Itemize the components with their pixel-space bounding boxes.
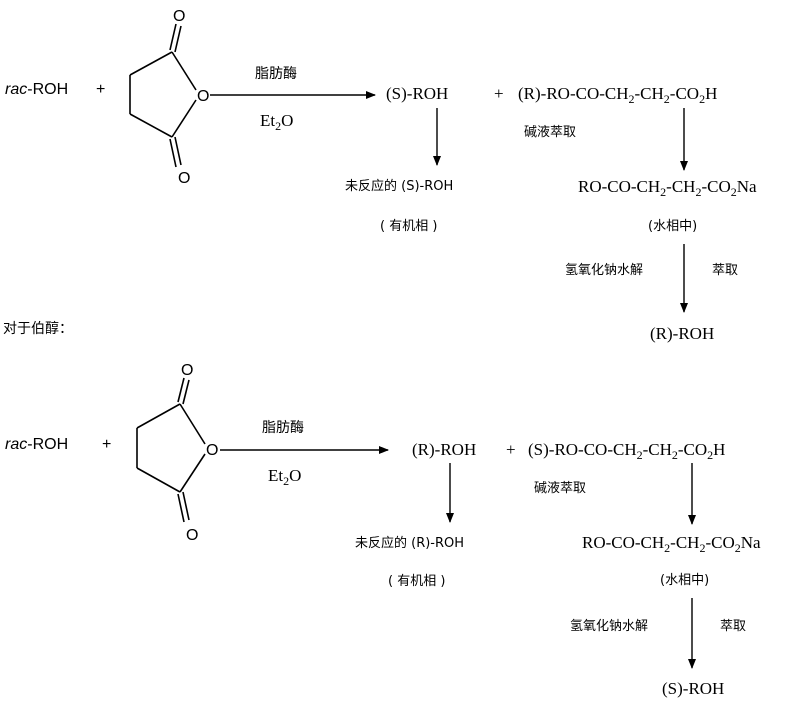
ring-bond (171, 51, 197, 91)
carbonyl-bond (169, 23, 177, 51)
succinic-anhydride-structure: O O O (129, 8, 209, 187)
ester-product: (R)-RO-CO-CH2-CH2-CO2H (518, 84, 717, 106)
oxygen-bottom: O (178, 170, 190, 187)
ring-bond (136, 467, 181, 493)
section-label: 对于伯醇： (3, 320, 73, 337)
scheme-1: rac-ROH + O O O 脂肪酶 Et2O (S)-ROH + (R)-R… (5, 8, 757, 343)
organic-phase-label: ( 有机相 ) (380, 219, 437, 234)
solvent-label: Et2O (260, 111, 293, 133)
product-alcohol: (S)-ROH (386, 84, 448, 103)
ring-bond (129, 113, 173, 138)
final-product: (R)-ROH (650, 324, 714, 343)
oxygen-top: O (181, 362, 193, 379)
base-extraction-label: 碱液萃取 (534, 481, 586, 496)
ring-bond (136, 403, 181, 429)
aqueous-phase-label: (水相中) (660, 573, 709, 588)
carbonyl-bond (182, 491, 190, 521)
solvent-label: Et2O (268, 466, 301, 488)
scheme-2: rac-ROH + O O O 脂肪酶 Et2O (R)-ROH + (S)-R… (5, 362, 761, 698)
carbonyl-bond (174, 136, 182, 166)
oxygen-ring: O (206, 442, 218, 459)
oxygen-top: O (173, 8, 185, 25)
reactant-alcohol: rac-ROH (5, 81, 68, 98)
plus-sign: + (96, 81, 105, 98)
product-plus: + (494, 84, 504, 103)
carbonyl-bond (174, 25, 182, 53)
product-alcohol: (R)-ROH (412, 440, 476, 459)
product-plus: + (506, 440, 516, 459)
unreacted-alcohol-label: 未反应的 (S)-ROH (345, 178, 453, 194)
sodium-salt-product: RO-CO-CH2-CH2-CO2Na (582, 533, 761, 555)
catalyst-label: 脂肪酶 (255, 66, 297, 82)
reactant-alcohol: rac-ROH (5, 436, 68, 453)
aqueous-phase-label: (水相中) (648, 219, 697, 234)
ring-bond (129, 51, 173, 76)
ring-bond (171, 99, 197, 138)
ring-bond (179, 453, 206, 493)
organic-phase-label: ( 有机相 ) (388, 574, 445, 589)
carbonyl-bond (177, 377, 185, 403)
oxygen-ring: O (197, 88, 209, 105)
sodium-salt-product: RO-CO-CH2-CH2-CO2Na (578, 177, 757, 199)
carbonyl-bond (169, 138, 177, 168)
ring-bond (179, 403, 206, 445)
unreacted-alcohol-label: 未反应的 (R)-ROH (355, 535, 464, 551)
succinic-anhydride-structure: O O O (136, 362, 218, 544)
extraction-label: 萃取 (712, 263, 738, 278)
catalyst-label: 脂肪酶 (262, 420, 304, 436)
ester-product: (S)-RO-CO-CH2-CH2-CO2H (528, 440, 725, 462)
base-extraction-label: 碱液萃取 (524, 125, 576, 140)
extraction-label: 萃取 (720, 619, 746, 634)
plus-sign: + (102, 436, 111, 453)
hydrolysis-label: 氢氧化钠水解 (570, 619, 648, 634)
carbonyl-bond (182, 379, 190, 405)
carbonyl-bond (177, 493, 185, 523)
oxygen-bottom: O (186, 527, 198, 544)
hydrolysis-label: 氢氧化钠水解 (565, 263, 643, 278)
final-product: (S)-ROH (662, 679, 724, 698)
